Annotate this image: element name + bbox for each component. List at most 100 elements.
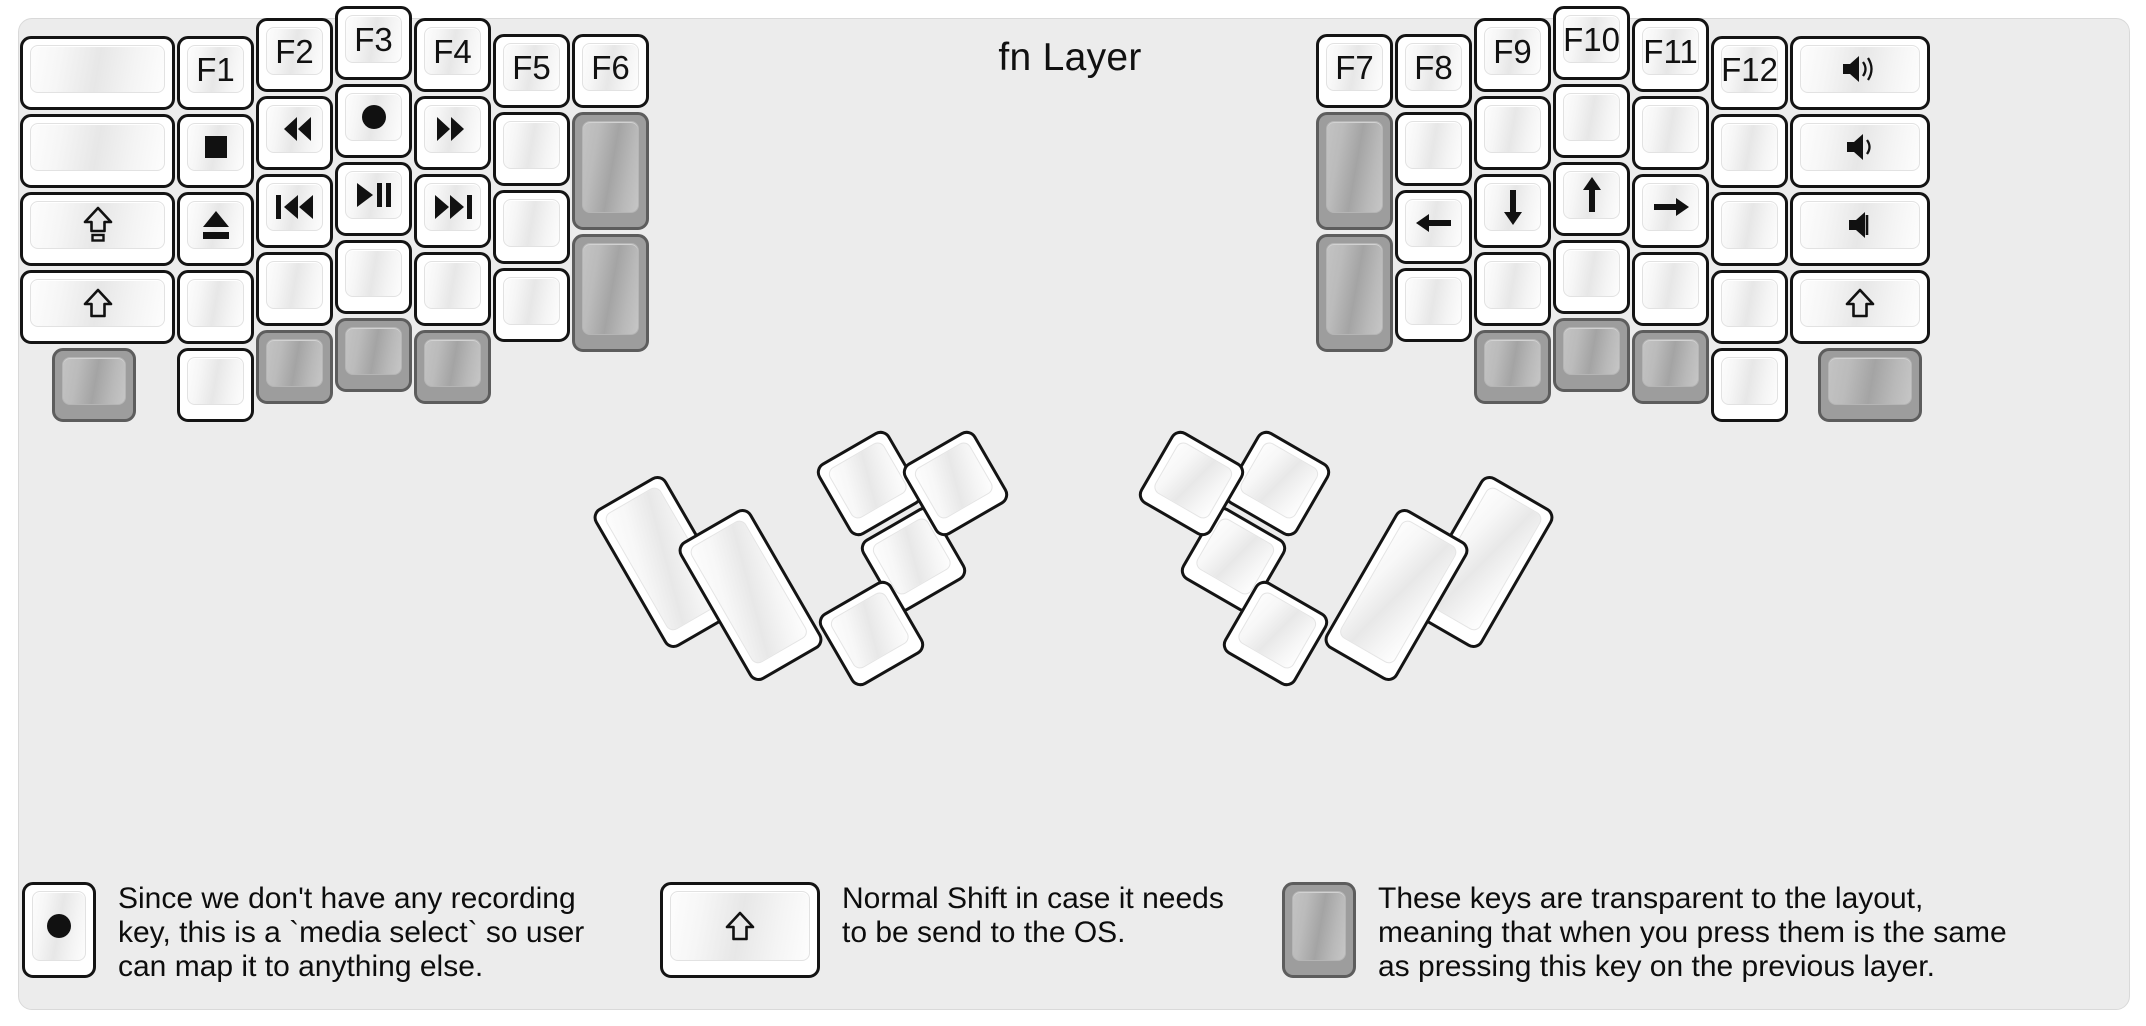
left-key-inner-2-2[interactable]: [572, 112, 649, 230]
keycap-surface: [503, 199, 560, 247]
right-key-ring-3[interactable]: [1632, 174, 1709, 248]
left-key-pinky-outer-1[interactable]: [20, 36, 175, 110]
left-key-pinky-outer-2[interactable]: [20, 114, 175, 188]
legend-keycap: [22, 882, 96, 978]
keycap-surface: [1563, 327, 1620, 375]
left-key-inner-1-4[interactable]: [493, 268, 570, 342]
keycap-surface: [670, 891, 810, 961]
right-key-middle-4[interactable]: [1553, 240, 1630, 314]
keycap-surface: [1484, 183, 1541, 231]
keycap-surface: [582, 43, 639, 91]
keycap-surface: [345, 15, 402, 63]
left-key-pinky-1[interactable]: F1: [177, 36, 254, 110]
left-key-middle-4[interactable]: [335, 240, 412, 314]
right-key-inner-1-3[interactable]: [1395, 190, 1472, 264]
right-key-index-2[interactable]: [1474, 96, 1551, 170]
right-key-middle-3[interactable]: [1553, 162, 1630, 236]
right-key-inner-2-2[interactable]: [1316, 112, 1393, 230]
keycap-surface: [187, 201, 244, 249]
left-key-ring-2[interactable]: [256, 96, 333, 170]
left-key-inner-1-2[interactable]: [493, 112, 570, 186]
left-key-middle-5[interactable]: [335, 318, 412, 392]
keycap-surface: [1800, 201, 1920, 249]
right-key-pinky-outer-2[interactable]: [1790, 114, 1930, 188]
keycap-surface: [1326, 43, 1383, 91]
right-key-pinky-3[interactable]: [1711, 192, 1788, 266]
left-key-middle-3[interactable]: [335, 162, 412, 236]
keycap-surface: [187, 357, 244, 405]
keycap-surface: [266, 183, 323, 231]
left-key-middle-1[interactable]: F3: [335, 6, 412, 80]
right-key-index-3[interactable]: [1474, 174, 1551, 248]
left-key-index-2[interactable]: [414, 96, 491, 170]
left-key-ring-4[interactable]: [256, 252, 333, 326]
right-key-pinky-outer-4[interactable]: [1790, 270, 1930, 344]
right-key-inner-2-1[interactable]: F7: [1316, 34, 1393, 108]
left-key-inner-1-1[interactable]: F5: [493, 34, 570, 108]
right-key-index-1[interactable]: F9: [1474, 18, 1551, 92]
keycap-surface: [1828, 357, 1912, 405]
keycap-surface: [1484, 339, 1541, 387]
left-key-index-3[interactable]: [414, 174, 491, 248]
keycap-surface: [345, 249, 402, 297]
right-key-index-4[interactable]: [1474, 252, 1551, 326]
right-key-inner-1-1[interactable]: F8: [1395, 34, 1472, 108]
keycap-surface: [1405, 277, 1462, 325]
keycap-surface: [30, 123, 165, 171]
right-key-inner-2-3[interactable]: [1316, 234, 1393, 352]
keycap-surface: [266, 261, 323, 309]
legend-key-transparent: [1282, 882, 1356, 978]
left-key-pinky-3[interactable]: [177, 192, 254, 266]
right-key-ring-4[interactable]: [1632, 252, 1709, 326]
keycap-surface: [266, 339, 323, 387]
keycap-surface: [424, 261, 481, 309]
right-key-inner-1-2[interactable]: [1395, 112, 1472, 186]
left-key-ring-1[interactable]: F2: [256, 18, 333, 92]
right-key-pinky-4[interactable]: [1711, 270, 1788, 344]
right-key-middle-1[interactable]: F10: [1553, 6, 1630, 80]
left-key-index-5[interactable]: [414, 330, 491, 404]
left-key-pinky-4[interactable]: [177, 270, 254, 344]
left-key-inner-2-3[interactable]: [572, 234, 649, 352]
keycap-surface: [345, 171, 402, 219]
right-key-inner-1-4[interactable]: [1395, 268, 1472, 342]
left-key-middle-2[interactable]: [335, 84, 412, 158]
left-key-ring-3[interactable]: [256, 174, 333, 248]
left-key-inner-1-3[interactable]: [493, 190, 570, 264]
keycap-surface: [582, 243, 639, 335]
keycap-surface: [503, 43, 560, 91]
keycap-surface: [1292, 891, 1346, 961]
right-key-index-5[interactable]: [1474, 330, 1551, 404]
left-key-pinky-2[interactable]: [177, 114, 254, 188]
right-key-ring-5[interactable]: [1632, 330, 1709, 404]
keycap-surface: [1405, 43, 1462, 91]
left-key-index-1[interactable]: F4: [414, 18, 491, 92]
keycap-surface: [187, 279, 244, 327]
keycap-surface: [1642, 261, 1699, 309]
right-key-ring-2[interactable]: [1632, 96, 1709, 170]
right-key-middle-2[interactable]: [1553, 84, 1630, 158]
left-key-inner-2-1[interactable]: F6: [572, 34, 649, 108]
left-key-pinky-5[interactable]: [177, 348, 254, 422]
keycap-surface: [187, 123, 244, 171]
keycap-surface: [1642, 27, 1699, 75]
left-key-index-4[interactable]: [414, 252, 491, 326]
right-key-pinky-1[interactable]: F12: [1711, 36, 1788, 110]
legend-item-transparent: These keys are transparent to the layout…: [1282, 882, 2007, 984]
left-key-ring-5[interactable]: [256, 330, 333, 404]
legend-key-record: [22, 882, 96, 978]
right-key-pinky-outer-5[interactable]: [1818, 348, 1922, 422]
keycap-surface: [424, 105, 481, 153]
right-key-middle-5[interactable]: [1553, 318, 1630, 392]
right-key-ring-1[interactable]: F11: [1632, 18, 1709, 92]
left-key-pinky-outer-3[interactable]: [20, 192, 175, 266]
keycap-surface: [1800, 45, 1920, 93]
left-key-pinky-outer-4[interactable]: [20, 270, 175, 344]
right-key-pinky-5[interactable]: [1711, 348, 1788, 422]
keycap-surface: [424, 183, 481, 231]
keycap-surface: [1326, 121, 1383, 213]
right-key-pinky-outer-1[interactable]: [1790, 36, 1930, 110]
right-key-pinky-2[interactable]: [1711, 114, 1788, 188]
left-key-pinky-outer-5[interactable]: [52, 348, 136, 422]
right-key-pinky-outer-3[interactable]: [1790, 192, 1930, 266]
